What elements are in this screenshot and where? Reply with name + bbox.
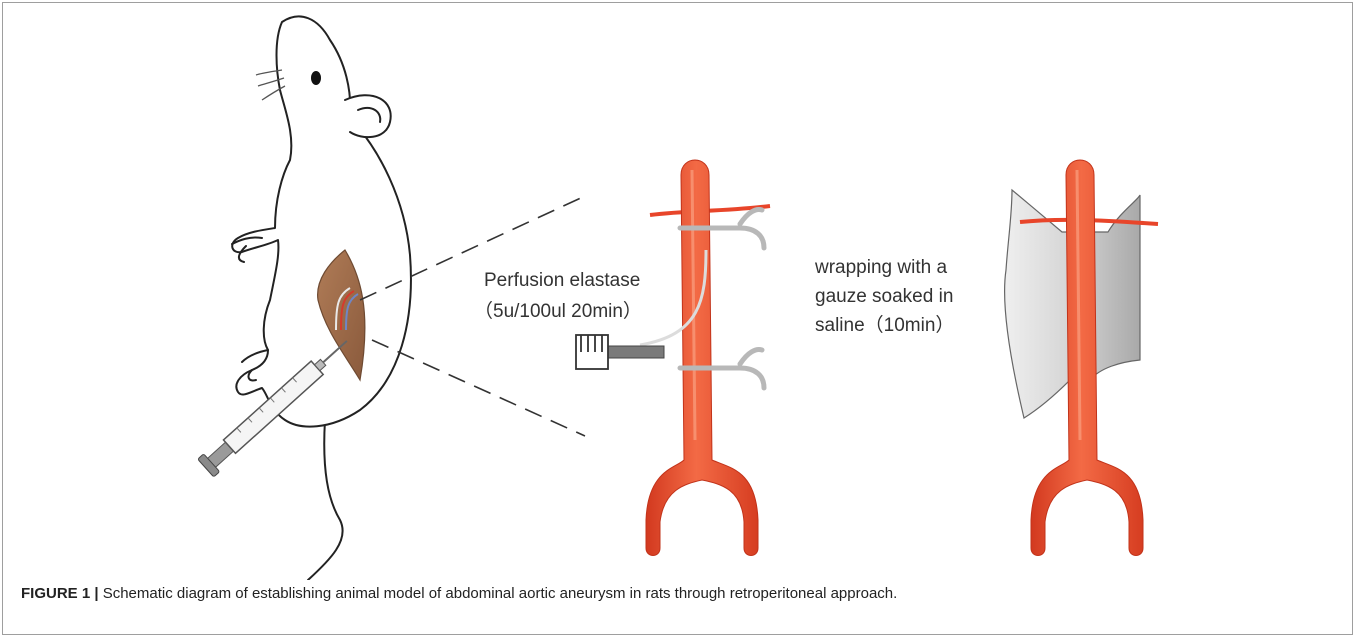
rat-eye: [311, 71, 321, 85]
perfusion-label-line1: Perfusion elastase: [484, 270, 640, 291]
perfusion-label-line2: （5u/100ul 20min）: [474, 300, 642, 322]
perfusion-syringe-tip: [576, 335, 608, 369]
perfusion-tube: [606, 346, 664, 358]
rat-tail: [308, 420, 343, 580]
figure-illustration: Perfusion elastase （5u/100ul 20min） wrap…: [0, 0, 1357, 580]
figure-label: FIGURE 1 |: [21, 585, 99, 602]
wrapping-label-line3: saline（10min）: [815, 314, 954, 336]
rat-ear: [345, 95, 391, 137]
figure-caption: FIGURE 1 | Schematic diagram of establis…: [21, 585, 1341, 602]
wrapping-label-line2: gauze soaked in: [815, 286, 953, 307]
caption-text: Schematic diagram of establishing animal…: [99, 585, 898, 602]
aorta-diagram-perfusion: [576, 160, 770, 556]
aorta-diagram-gauze: [1005, 160, 1158, 556]
wrapping-label-line1: wrapping with a: [814, 257, 947, 278]
